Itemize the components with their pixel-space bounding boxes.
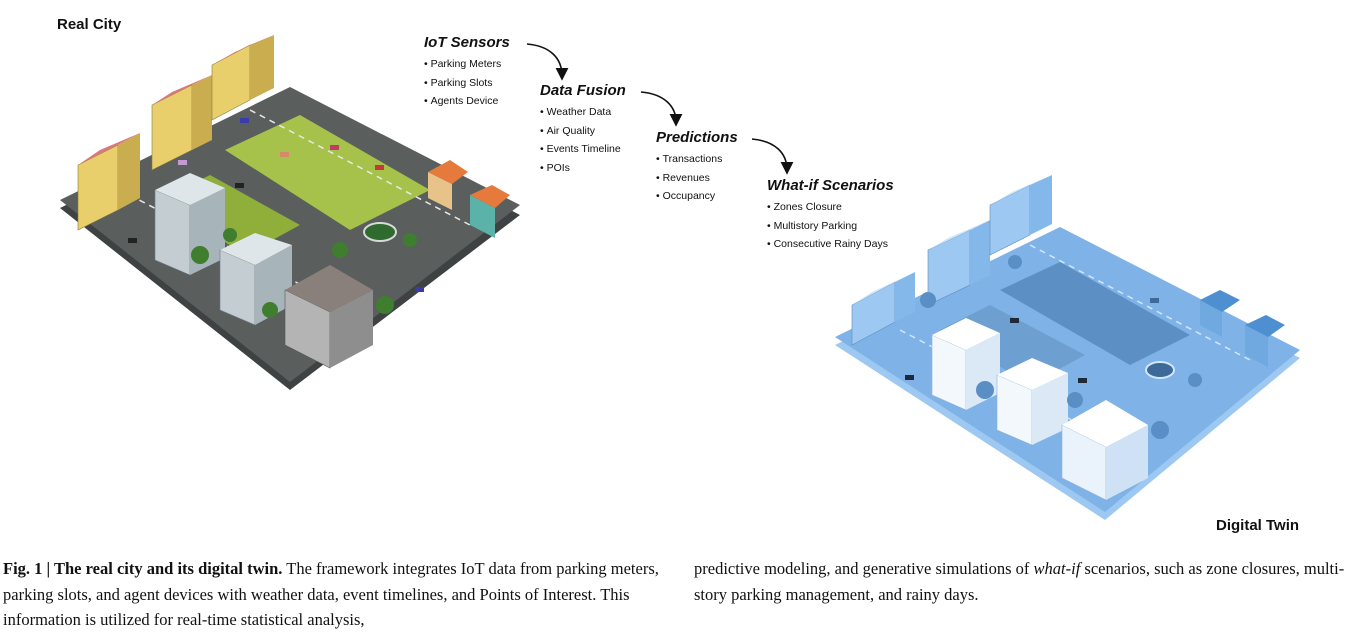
twin-white-towers — [931, 318, 1068, 446]
stage-iot-sensors: IoT Sensors Parking Meters Parking Slots… — [424, 34, 510, 111]
arrow-2 — [640, 91, 683, 127]
stage-title: Data Fusion — [540, 82, 626, 99]
stage-item: Zones Closure — [767, 198, 894, 217]
stage-item: POIs — [540, 159, 626, 178]
arrow-1 — [526, 43, 569, 81]
caption-text: predictive modeling, and generative simu… — [694, 559, 1034, 578]
stage-title: IoT Sensors — [424, 34, 510, 51]
real-roundabout — [363, 222, 397, 242]
real-ground — [60, 87, 520, 382]
stage-item: Consecutive Rainy Days — [767, 235, 894, 254]
stage-item: Agents Device — [424, 92, 510, 111]
real-yellow-buildings — [77, 35, 274, 231]
caption-text: scenarios, such as zone closures, multi-… — [694, 559, 1345, 604]
stage-data-fusion: Data Fusion Weather Data Air Quality Eve… — [540, 82, 626, 177]
stage-item: Events Timeline — [540, 140, 626, 159]
stage-item: Parking Meters — [424, 55, 510, 74]
stage-item: Transactions — [656, 150, 738, 169]
twin-park-area — [1000, 262, 1190, 365]
real-parking-garage — [284, 265, 373, 369]
stage-item: Weather Data — [540, 103, 626, 122]
digital-twin-illustration — [835, 175, 1300, 520]
stage-what-if-scenarios: What-if Scenarios Zones Closure Multisto… — [767, 177, 894, 254]
caption-text: The framework integrates IoT data from p… — [3, 559, 659, 629]
stage-item: Air Quality — [540, 122, 626, 141]
twin-parking-garage — [1061, 400, 1148, 501]
twin-roundabout — [1145, 361, 1175, 379]
twin-tall-buildings — [851, 175, 1052, 346]
stage-item: Parking Slots — [424, 74, 510, 93]
stage-item: Multistory Parking — [767, 217, 894, 236]
real-city-illustration — [60, 35, 520, 390]
figure-label: Fig. 1 | — [3, 559, 54, 578]
stage-title: What-if Scenarios — [767, 177, 894, 194]
caption-italic: what-if — [1033, 559, 1081, 578]
figure-title: The real city and its digital twin. — [54, 559, 283, 578]
digital-twin-label: Digital Twin — [1216, 517, 1300, 534]
stage-title: Predictions — [656, 129, 738, 146]
figure-caption-right: predictive modeling, and generative simu… — [694, 556, 1356, 607]
real-city-label: Real City — [57, 16, 122, 33]
stage-item: Revenues — [656, 169, 738, 188]
stage-predictions: Predictions Transactions Revenues Occupa… — [656, 129, 738, 206]
arrow-3 — [751, 138, 794, 175]
real-grass-area — [225, 115, 430, 230]
figure-caption-left: Fig. 1 | The real city and its digital t… — [3, 556, 666, 633]
stage-item: Occupancy — [656, 187, 738, 206]
twin-ground — [835, 227, 1300, 512]
